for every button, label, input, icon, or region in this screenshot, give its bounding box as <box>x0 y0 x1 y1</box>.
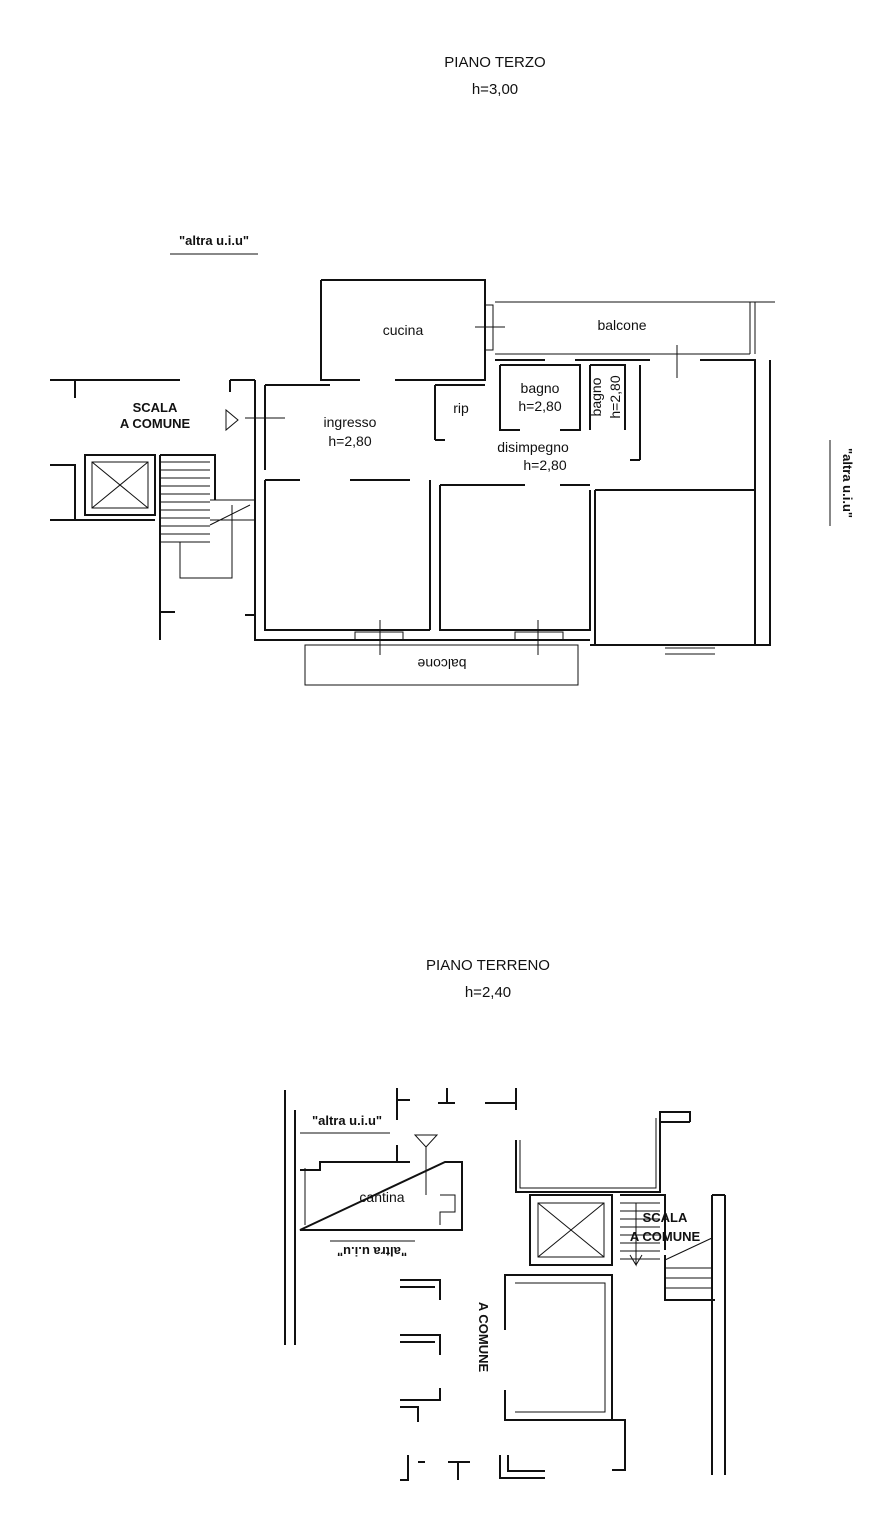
left-boundary-wall <box>284 1090 296 1345</box>
bottom-balcony-label: balcone <box>417 656 466 672</box>
bathroom-1-label: bagno <box>521 380 560 396</box>
bottom-windows <box>245 345 678 655</box>
hallway-label: disimpegno <box>497 439 569 455</box>
bathroom-2-height: h=2,80 <box>607 375 623 418</box>
ground-floor-title: PIANO TERRENO <box>426 957 550 974</box>
third-floor-title: PIANO TERZO <box>444 54 545 71</box>
neighbor-unit-label-ground-top: "altra u.i.u" <box>300 1113 390 1134</box>
corridor-walls <box>400 1279 545 1481</box>
entrance-label: ingresso <box>324 414 377 430</box>
bottom-balcony: balcone <box>304 644 579 686</box>
hallway-height: h=2,80 <box>523 457 566 473</box>
neighbor-unit-label-right: "altra u.i.u" <box>829 440 855 526</box>
apartment-walls <box>254 359 771 655</box>
bathroom-2-label: bagno <box>588 377 604 416</box>
entrance-height: h=2,80 <box>328 433 371 449</box>
stairwell-label-third-2: A COMUNE <box>120 416 191 431</box>
neighbor-unit-label-top: "altra u.i.u" <box>170 233 258 255</box>
svg-text:"altra u.i.u": "altra u.i.u" <box>312 1113 382 1128</box>
common-stairwell-third: SCALA A COMUNE <box>50 379 255 640</box>
third-floor-height: h=3,00 <box>472 81 518 98</box>
svg-text:"altra u.i.u": "altra u.i.u" <box>179 233 249 248</box>
common-stairwell-ground: SCALA A COMUNE <box>504 1194 726 1475</box>
bathroom-1-height: h=2,80 <box>518 398 561 414</box>
cellar-label: cantina <box>359 1189 404 1205</box>
top-balcony-label: balcone <box>597 317 646 333</box>
common-corridor-label: A COMUNE <box>476 1302 491 1373</box>
cellar-room: cantina <box>299 1134 463 1231</box>
svg-text:"altra u.i.u": "altra u.i.u" <box>840 448 855 518</box>
stairwell-label-third-1: SCALA <box>133 400 178 415</box>
kitchen-room <box>320 279 505 381</box>
storage-label: rip <box>453 400 469 416</box>
ground-floor-plan: PIANO TERRENO h=2,40 "altra u.i.u" canti… <box>284 957 726 1481</box>
stairwell-label-ground-2: A COMUNE <box>630 1229 701 1244</box>
svg-text:"altra u.i.u": "altra u.i.u" <box>337 1244 407 1259</box>
third-floor-plan: PIANO TERZO h=3,00 "altra u.i.u" balcone <box>50 54 855 686</box>
ground-floor-height: h=2,40 <box>465 984 511 1001</box>
neighbor-unit-label-ground-inverted: "altra u.i.u" <box>330 1240 415 1259</box>
stairwell-label-ground-1: SCALA <box>643 1210 688 1225</box>
ground-top-walls <box>396 1088 691 1193</box>
top-balcony: balcone <box>495 301 775 355</box>
kitchen-label: cucina <box>383 322 424 338</box>
